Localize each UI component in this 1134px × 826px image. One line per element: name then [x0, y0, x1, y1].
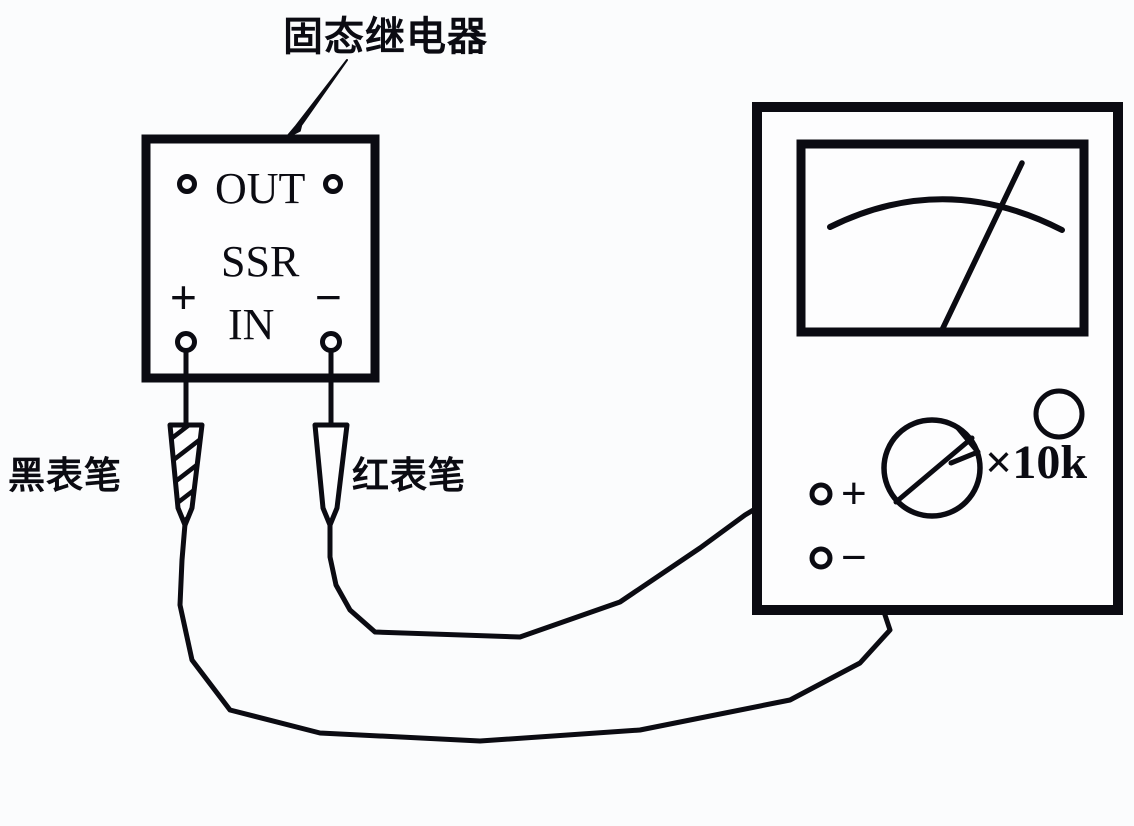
meter-scale-arc — [827, 196, 1065, 233]
meter-display — [796, 139, 1089, 337]
red-probe-label: 红表笔 — [352, 454, 466, 497]
ssr-out-terminal-left[interactable] — [177, 174, 197, 194]
ssr-in-terminal-negative[interactable] — [320, 331, 342, 353]
range-position-marker-icon — [1033, 388, 1085, 440]
meter-needle — [939, 160, 1025, 333]
ssr-in-terminal-positive[interactable] — [175, 331, 197, 353]
arrow-leader-icon — [284, 59, 348, 140]
black-probe-label: 黑表笔 — [8, 454, 122, 497]
red-probe-body — [312, 422, 350, 528]
meter-terminal-negative[interactable] — [809, 546, 833, 570]
ssr-in-negative-sign: − — [315, 271, 342, 323]
meter-terminal-positive[interactable] — [809, 482, 833, 506]
ssr-module[interactable]: OUT SSR IN + − — [141, 134, 380, 383]
meter-terminal-positive-sign: + — [841, 469, 867, 518]
meter-terminal-negative-sign: − — [841, 533, 867, 582]
ssr-in-positive-sign: + — [170, 271, 197, 323]
red-probe[interactable]: 红表笔 — [312, 422, 466, 528]
meter-display-window — [796, 139, 1089, 337]
analog-multimeter[interactable]: ×10k + − — [752, 102, 1123, 615]
range-selector-knob[interactable] — [881, 417, 983, 519]
ssr-device-label: SSR — [221, 237, 300, 286]
knob-pointer-line — [893, 435, 975, 505]
range-label: ×10k — [985, 436, 1087, 489]
knob-pointer-barb-icon — [948, 425, 981, 466]
ssr-in-label: IN — [228, 300, 274, 349]
black-probe[interactable]: 黑表笔 — [8, 405, 215, 570]
callout-title: 固态继电器 — [283, 14, 488, 60]
ssr-out-label: OUT — [215, 164, 306, 213]
callout-leader-group — [284, 59, 348, 140]
red-probe-wire — [327, 492, 815, 640]
ssr-out-terminal-right[interactable] — [323, 174, 343, 194]
